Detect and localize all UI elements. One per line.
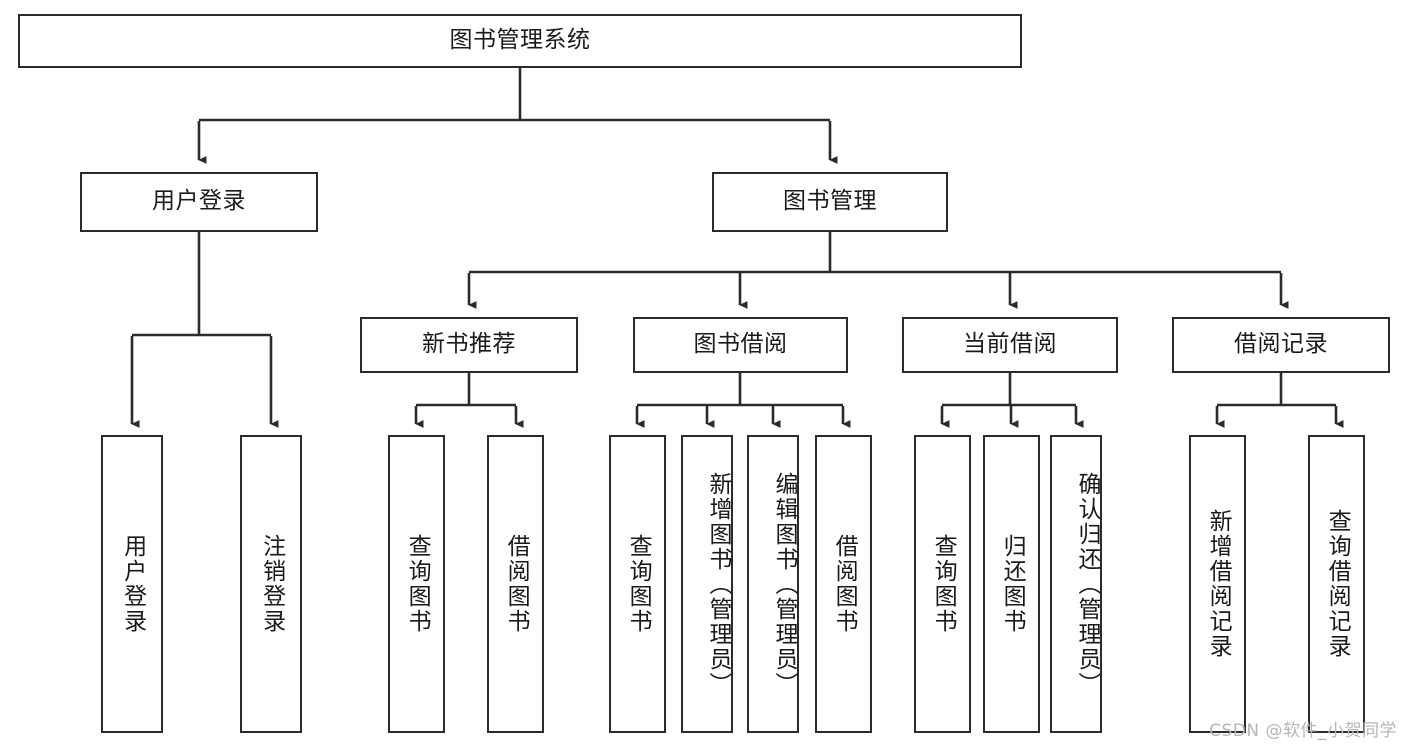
node-label: 注销登录 (258, 534, 285, 634)
node-user-login[interactable]: 用户登录 (80, 172, 318, 232)
node-root-book-management-system[interactable]: 图书管理系统 (18, 14, 1022, 68)
node-leaf-query-borrow-record[interactable]: 查询借阅记录 (1308, 435, 1365, 733)
node-new-book-recommendation[interactable]: 新书推荐 (360, 317, 578, 373)
node-label: 当前借阅 (963, 331, 1057, 358)
node-leaf-borrow-book-borrow[interactable]: 借阅图书 (815, 435, 872, 733)
node-label: 新增借阅记录 (1205, 509, 1232, 659)
node-current-borrow[interactable]: 当前借阅 (902, 317, 1118, 373)
node-label: 用户登录 (152, 188, 246, 215)
node-leaf-edit-book-admin[interactable]: 编辑图书（管理员） (747, 435, 799, 733)
node-label: 新书推荐 (422, 331, 516, 358)
node-label: 查询图书 (625, 534, 652, 634)
node-label: 图书借阅 (693, 331, 788, 358)
node-label: 归还图书 (999, 534, 1026, 634)
node-leaf-query-book-current[interactable]: 查询图书 (914, 435, 971, 733)
node-label: 新增图书（管理员） (705, 471, 731, 697)
node-label: 查询借阅记录 (1324, 509, 1351, 659)
node-label: 编辑图书（管理员） (771, 471, 797, 697)
node-leaf-add-borrow-record[interactable]: 新增借阅记录 (1189, 435, 1246, 733)
node-leaf-borrow-book-recommendation[interactable]: 借阅图书 (487, 435, 544, 733)
node-label: 确认归还（管理员） (1074, 471, 1100, 697)
node-leaf-query-book-recommendation[interactable]: 查询图书 (388, 435, 445, 733)
node-leaf-confirm-return-admin[interactable]: 确认归还（管理员） (1050, 435, 1102, 733)
node-book-management[interactable]: 图书管理 (712, 172, 948, 232)
node-book-borrow[interactable]: 图书借阅 (633, 317, 848, 373)
node-leaf-add-book-admin[interactable]: 新增图书（管理员） (681, 435, 733, 733)
node-leaf-logout[interactable]: 注销登录 (240, 435, 302, 733)
node-label: 查询图书 (930, 534, 957, 634)
node-label: 图书管理 (783, 188, 877, 215)
node-label: 用户登录 (119, 534, 146, 634)
node-borrow-record[interactable]: 借阅记录 (1172, 317, 1390, 373)
node-label: 图书管理系统 (449, 27, 591, 54)
node-label: 借阅记录 (1234, 331, 1328, 358)
node-label: 借阅图书 (503, 534, 530, 634)
node-leaf-user-login[interactable]: 用户登录 (101, 435, 163, 733)
node-leaf-return-book[interactable]: 归还图书 (983, 435, 1040, 733)
csdn-watermark: CSDN @软件_小贺同学 (1209, 721, 1397, 741)
node-label: 查询图书 (404, 534, 431, 634)
node-leaf-query-book-borrow[interactable]: 查询图书 (609, 435, 666, 733)
node-label: 借阅图书 (831, 534, 858, 634)
